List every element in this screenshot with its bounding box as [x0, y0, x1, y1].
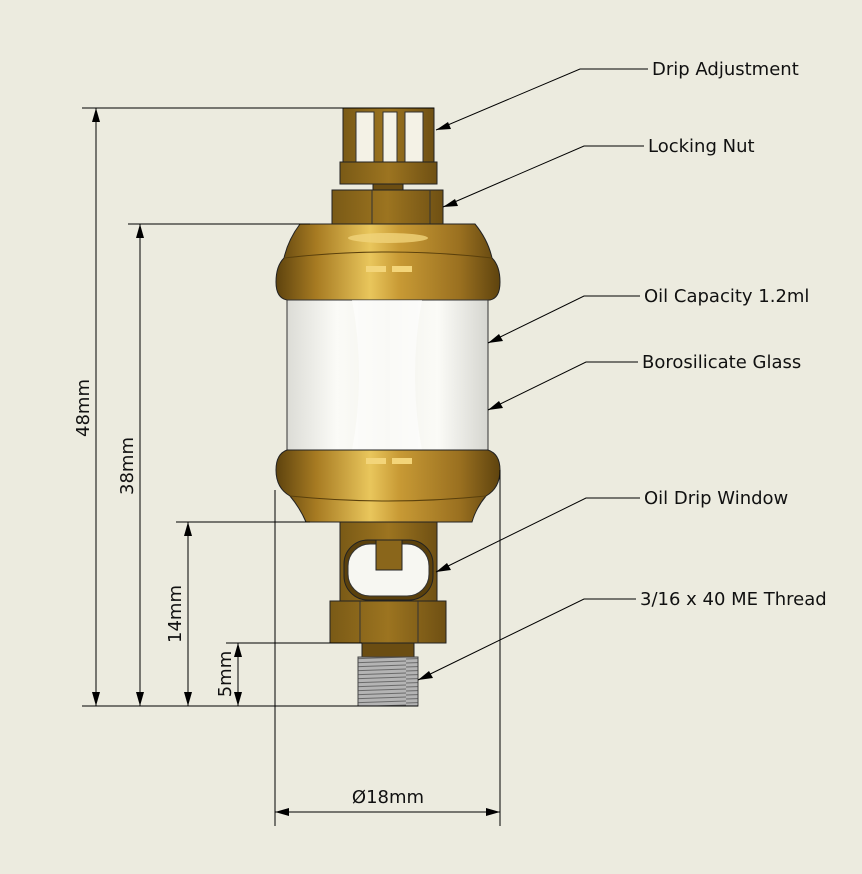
label-drip-adjustment: Drip Adjustment: [652, 59, 799, 80]
leader-glass: [487, 361, 638, 411]
label-oil-drip-window: Oil Drip Window: [644, 488, 788, 509]
label-oil-capacity: Oil Capacity 1.2ml: [644, 286, 809, 307]
bottom-nut: [329, 600, 447, 658]
leader-drip-adjustment: [435, 68, 648, 131]
dimension-5: [234, 643, 242, 706]
dimension-18: [275, 808, 500, 816]
leader-oil-capacity: [487, 295, 640, 344]
oil-drip-window: [339, 521, 438, 603]
borosilicate-glass: [286, 299, 489, 451]
upper-cap: [275, 223, 501, 301]
dim-18-text: Ø18mm: [352, 787, 424, 808]
locking-nut: [331, 189, 444, 225]
extension-lines: [82, 107, 501, 826]
leader-thread: [417, 598, 636, 681]
dim-38-text: 38mm: [117, 437, 138, 495]
label-borosilicate-glass: Borosilicate Glass: [642, 352, 801, 373]
lower-cap: [275, 449, 501, 523]
dimension-38: [136, 224, 144, 706]
thread: [357, 656, 419, 707]
drip-adjustment-knob: [339, 107, 438, 193]
leader-locking-nut: [442, 145, 644, 208]
dim-14-text: 14mm: [165, 585, 186, 643]
dim-48-text: 48mm: [73, 379, 94, 437]
dimension-48: [92, 108, 100, 706]
dimension-14: [184, 522, 192, 706]
leader-drip-window: [435, 497, 640, 573]
label-thread: 3/16 x 40 ME Thread: [640, 589, 827, 610]
label-locking-nut: Locking Nut: [648, 136, 755, 157]
dim-5-text: 5mm: [215, 651, 236, 698]
